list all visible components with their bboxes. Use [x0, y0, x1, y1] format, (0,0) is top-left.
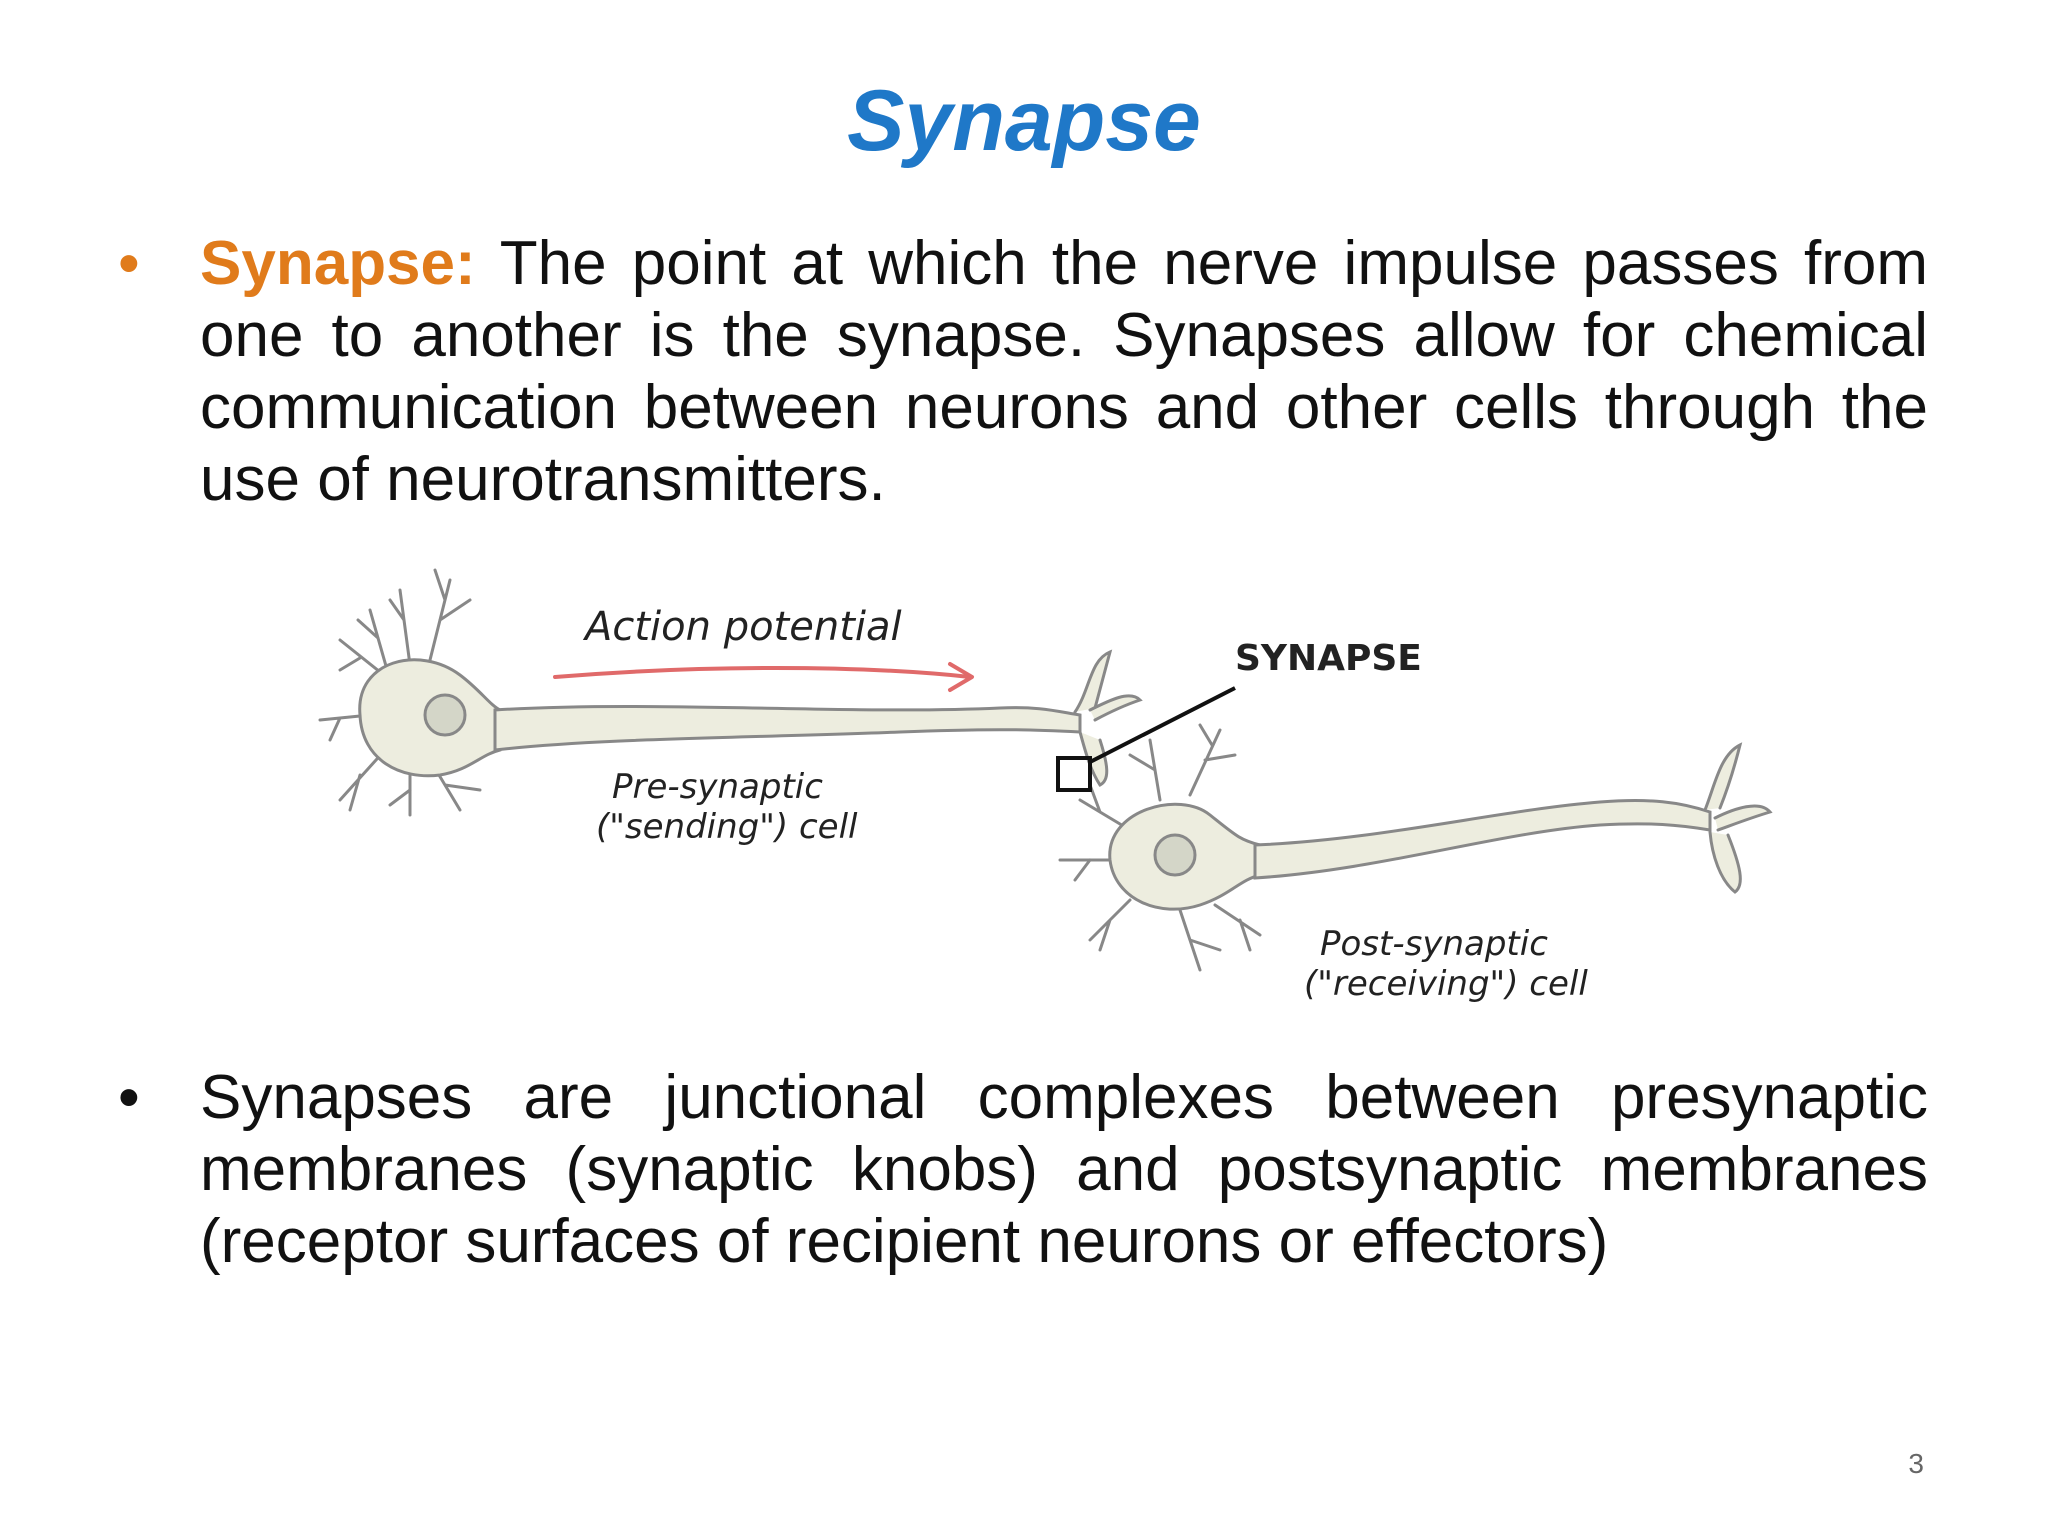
- bullet-dot-icon: •: [118, 229, 140, 298]
- bullet-body: The point at which the nerve impulse pas…: [200, 229, 1928, 514]
- bullet-item-synapse-definition: • Synapse: The point at which the nerve …: [118, 228, 1928, 516]
- postsynaptic-label-line2: ("receiving") cell: [1304, 964, 1588, 1004]
- bullet-term: Synapse:: [200, 229, 476, 298]
- bullet-text: Synapse: The point at which the nerve im…: [200, 228, 1928, 516]
- bullet-text: Synapses are junctional complexes betwee…: [200, 1062, 1928, 1278]
- postsynaptic-neuron: [1058, 723, 1773, 972]
- postsynaptic-label-line1: Post-synaptic: [1320, 924, 1548, 964]
- bullet-body: Synapses are junctional complexes betwee…: [200, 1063, 1928, 1276]
- page-number: 3: [1908, 1448, 1924, 1479]
- presynaptic-label-line2: ("sending") cell: [596, 807, 858, 847]
- synapse-diagram: Action potential SYNAPSE Pre-synaptic ("…: [300, 540, 1820, 1020]
- bullet-item-junctional-complexes: • Synapses are junctional complexes betw…: [118, 1062, 1928, 1278]
- synapse-marker: [1056, 686, 1236, 792]
- slide-title: Synapse: [847, 73, 1201, 169]
- synapse-label: SYNAPSE: [1235, 638, 1422, 679]
- action-potential-arrow: [553, 662, 974, 692]
- action-potential-label: Action potential: [582, 604, 902, 650]
- bullet-dot-icon: •: [118, 1063, 140, 1132]
- presynaptic-label-line1: Pre-synaptic: [612, 767, 823, 807]
- synapse-diagram-svg: Action potential SYNAPSE Pre-synaptic ("…: [318, 568, 1773, 1004]
- presynaptic-neuron: [318, 568, 1143, 817]
